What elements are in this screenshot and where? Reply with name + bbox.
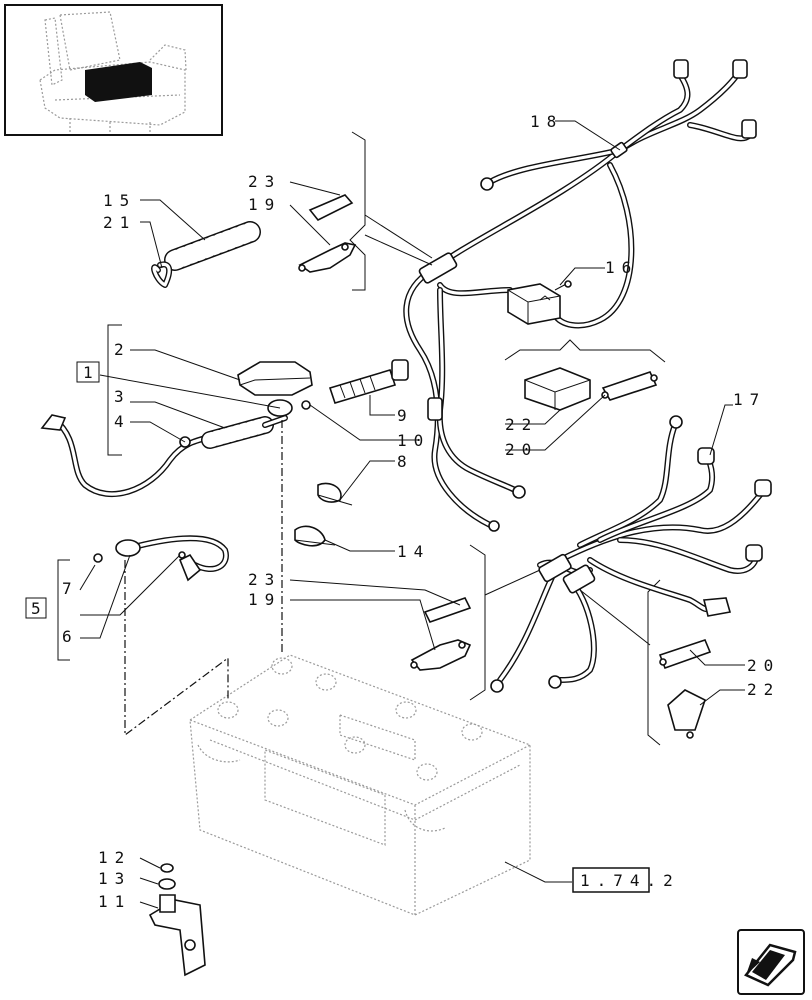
coiled-cable <box>151 221 261 288</box>
reference-box[interactable] <box>572 867 650 893</box>
group-bracket-1 <box>107 324 122 456</box>
positive-cable-assembly <box>40 359 409 497</box>
callout-20-lower: 20 <box>747 656 780 675</box>
callout-1: 1 <box>83 363 100 382</box>
fuse-holder-upper <box>298 194 357 273</box>
callout-21: 21 <box>103 213 136 232</box>
callout-7: 7 <box>62 579 79 598</box>
cable-clamps <box>294 482 353 547</box>
callout-16: 16 <box>605 258 638 277</box>
fuse-holder-lower <box>410 597 472 671</box>
callout-18: 18 <box>530 112 563 131</box>
callout-2: 2 <box>114 340 131 359</box>
callout-20-upper: 20 <box>505 440 538 459</box>
callouts: 18 16 23 19 15 21 2 1 3 4 9 10 8 14 22 2… <box>25 112 780 911</box>
secondary-harness <box>490 415 772 693</box>
negative-cable-assembly <box>93 535 229 582</box>
battery-bracket <box>148 863 206 977</box>
callout-12: 12 <box>98 848 131 867</box>
reference-label[interactable]: 1.74.2 <box>580 871 680 890</box>
callout-5: 5 <box>31 599 48 618</box>
callout-5-box <box>25 597 47 619</box>
connection-lines <box>124 420 283 737</box>
locator-thumbnail <box>4 4 223 136</box>
callout-1-box <box>76 361 100 383</box>
callout-10: 10 <box>397 431 430 450</box>
relay-parts <box>524 367 712 739</box>
callout-8: 8 <box>397 452 414 471</box>
main-harness <box>403 59 757 532</box>
group-bracket-5 <box>57 559 70 661</box>
thumbnail-battery-highlight <box>85 62 152 102</box>
callout-9: 9 <box>397 406 414 425</box>
callout-13: 13 <box>98 869 131 888</box>
callout-22-lower: 22 <box>747 680 780 699</box>
callout-23-upper: 23 <box>248 172 281 191</box>
callout-14: 14 <box>397 542 430 561</box>
callout-4: 4 <box>114 412 131 431</box>
callout-19-upper: 19 <box>248 195 281 214</box>
callout-23-lower: 23 <box>248 570 281 589</box>
thumbnail-cab-outline <box>39 11 187 132</box>
next-page-arrow-icon[interactable] <box>737 929 805 995</box>
callout-19-lower: 19 <box>248 590 281 609</box>
callout-3: 3 <box>114 387 131 406</box>
callout-15: 15 <box>103 191 136 210</box>
leader-lines <box>79 120 745 909</box>
section-outline-top <box>349 131 433 291</box>
callout-11: 11 <box>98 892 131 911</box>
reference-link[interactable]: 1.74.2 <box>572 867 680 893</box>
battery <box>189 654 531 916</box>
callout-6: 6 <box>62 627 79 646</box>
callout-17: 17 <box>733 390 766 409</box>
callout-22-upper: 22 <box>505 415 538 434</box>
